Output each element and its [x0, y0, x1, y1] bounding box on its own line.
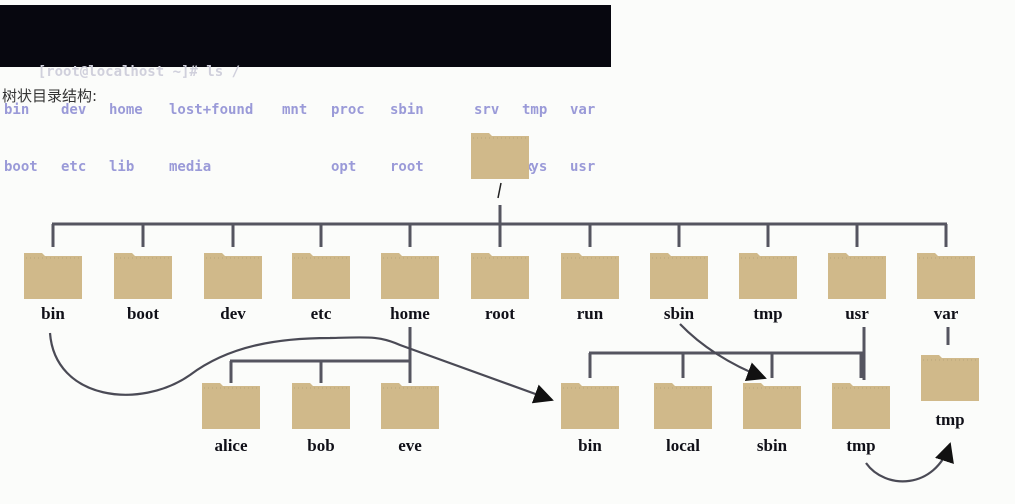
folder-usr-local — [654, 383, 712, 429]
folder-home-eve — [381, 383, 439, 429]
folder-label: run — [577, 304, 604, 323]
folder-run — [561, 253, 619, 299]
folder-home — [381, 253, 439, 299]
folder-icon — [471, 253, 529, 299]
folder-label: etc — [311, 304, 332, 323]
terminal-entry: etc — [61, 159, 87, 175]
terminal-prompt: [root@localhost ~]# ls / — [37, 64, 241, 80]
folder-dev — [204, 253, 262, 299]
folder-icon — [921, 355, 979, 401]
folder-icon — [743, 383, 801, 429]
folder-icon — [471, 133, 529, 179]
folder-icon — [561, 253, 619, 299]
tree-caption: 树状目录结构: — [2, 87, 98, 105]
folder-label: tmp — [935, 410, 964, 429]
folder-label: var — [934, 304, 959, 323]
folder-home-alice — [202, 383, 260, 429]
terminal-entry: usr — [570, 159, 596, 175]
folder-label: bin — [578, 436, 602, 455]
folder-icon — [381, 253, 439, 299]
folder-icon — [739, 253, 797, 299]
folder-label: usr — [845, 304, 869, 323]
folder-icon — [561, 383, 619, 429]
terminal-entry: sbin — [390, 102, 424, 118]
terminal-listing-row: bin dev home lost+found mnt proc sbin srv tmp var — [4, 101, 611, 120]
folder-label: tmp — [753, 304, 782, 323]
link-arrow-sbin-to-usr-sbin — [679, 323, 767, 382]
folder-usr-bin — [561, 383, 619, 429]
folder-icon — [292, 383, 350, 429]
folder-usr-tmp — [832, 383, 890, 429]
folder-label: bin — [41, 304, 65, 323]
terminal-entry: var — [570, 102, 596, 118]
folder-root — [471, 133, 529, 179]
terminal-prompt-row: [root@localhost ~]# ls / — [4, 44, 611, 80]
terminal-entry: proc — [331, 102, 365, 118]
folder-icon — [650, 253, 708, 299]
folder-label: boot — [127, 304, 159, 323]
folder-label: home — [390, 304, 430, 323]
folder-icon — [917, 253, 975, 299]
terminal-entry: dev — [61, 102, 87, 118]
folder-icon — [24, 253, 82, 299]
folder-label: sbin — [664, 304, 695, 323]
folder-label: local — [666, 436, 700, 455]
folder-icon — [832, 383, 890, 429]
folder-icon — [114, 253, 172, 299]
folder-icon — [204, 253, 262, 299]
terminal-entry: bin — [4, 102, 30, 118]
link-arrow-bin-to-usr-bin — [48, 332, 554, 404]
terminal-entry: tmp — [522, 102, 548, 118]
folder-usr — [828, 253, 886, 299]
terminal-entry: mnt — [282, 102, 308, 118]
link-arrow-usr-tmp-to-var-tmp — [865, 442, 954, 483]
folder-label: sbin — [757, 436, 788, 455]
folder-icon — [654, 383, 712, 429]
folder-label: bob — [307, 436, 334, 455]
terminal-entry: srv — [474, 102, 500, 118]
terminal-entry: media — [169, 159, 212, 175]
terminal-entry: root — [390, 159, 424, 175]
folder-var-tmp — [921, 355, 979, 401]
folder-label: dev — [220, 304, 246, 323]
folder-boot — [114, 253, 172, 299]
folder-usr-sbin — [743, 383, 801, 429]
root-slash-label — [497, 182, 502, 199]
terminal-output: [root@localhost ~]# ls / bin dev home lost+… — [0, 5, 611, 175]
folder-label: root — [485, 304, 515, 323]
folder-home-bob — [292, 383, 350, 429]
terminal-entry: opt — [331, 159, 357, 175]
folder-sbin — [650, 253, 708, 299]
terminal-entry: home — [109, 102, 143, 118]
folder-tmp — [739, 253, 797, 299]
folder-icon — [202, 383, 260, 429]
folder-label: alice — [214, 436, 247, 455]
folder-etc — [292, 253, 350, 299]
folder-icon — [828, 253, 886, 299]
folder-icon — [292, 253, 350, 299]
folder-label: eve — [398, 436, 422, 455]
folder-root — [471, 253, 529, 299]
terminal-entry: lib — [109, 159, 135, 175]
folder-bin — [24, 253, 82, 299]
terminal-entry: boot — [4, 159, 38, 175]
terminal-entry: lost+found — [169, 102, 254, 118]
folder-var — [917, 253, 975, 299]
folder-icon — [381, 383, 439, 429]
folder-label: tmp — [846, 436, 875, 455]
